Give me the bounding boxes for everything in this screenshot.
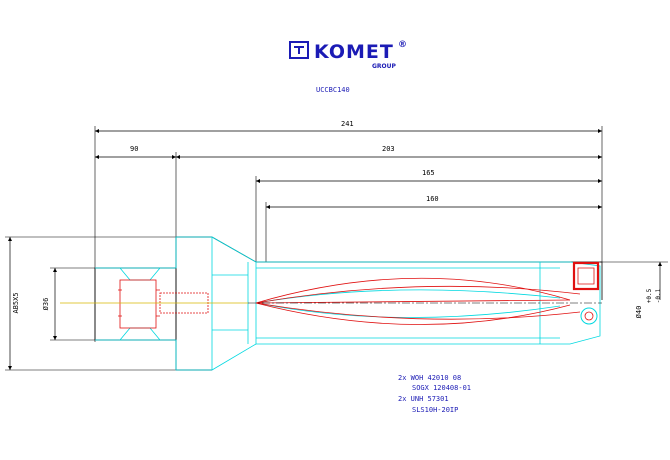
- dim-tol-lower: -0.1: [655, 288, 662, 303]
- parts-list-item: SLS10H-20IP: [412, 406, 458, 414]
- dim-label-90: 90: [130, 145, 138, 153]
- parts-list-item: SOGX 120408-01: [412, 384, 471, 392]
- part-number: UCCBC140: [316, 86, 350, 94]
- parts-list-item: 2x UNH 57301: [398, 395, 449, 403]
- brand-name: KOMET: [314, 41, 394, 63]
- extension-lines: [94, 126, 603, 342]
- parts-list-item: 2x WOH 42010 08: [398, 374, 461, 382]
- dim-label-165: 165: [422, 169, 435, 177]
- cutting-insert: [572, 261, 600, 325]
- parts-list: 2x WOH 42010 08 SOGX 120408-01 2x UNH 57…: [398, 374, 471, 414]
- dim-label-flange: AB5X5: [12, 292, 20, 313]
- dim-label-drill-dia: Ø40: [635, 306, 643, 319]
- logo-mark-icon: [289, 41, 309, 59]
- dim-tol-upper: +0.5: [646, 288, 653, 303]
- coolant-connector: [119, 279, 157, 329]
- dim-label-241: 241: [341, 120, 354, 128]
- dim-label-203: 203: [382, 145, 395, 153]
- shank-outline: [94, 236, 603, 371]
- komet-logo: KOMET ® GROUP: [289, 40, 407, 70]
- dim-label-160: 160: [426, 195, 439, 203]
- tool-body-outline: [95, 236, 601, 371]
- registered-mark: ®: [398, 40, 407, 50]
- insert-screw-icon: [580, 307, 598, 325]
- insert-icon: [572, 261, 600, 291]
- brand-group: GROUP: [372, 63, 397, 70]
- dim-label-shank-dia: Ø36: [42, 298, 50, 311]
- coolant-channels: [118, 277, 581, 329]
